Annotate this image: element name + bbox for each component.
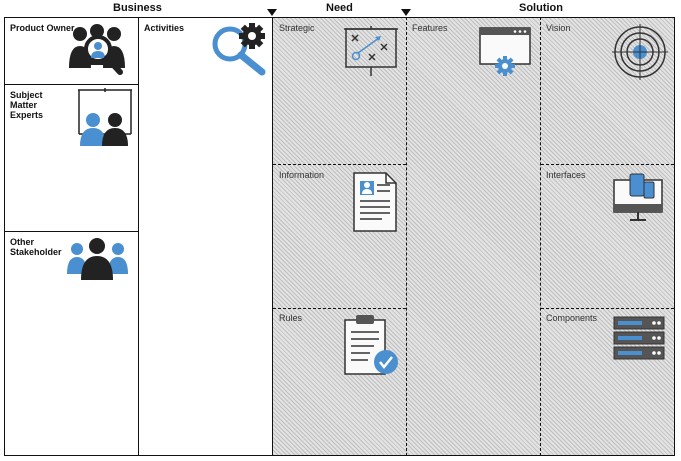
interfaces-label: Interfaces xyxy=(546,170,586,180)
information-label: Information xyxy=(279,170,325,180)
vision-label: Vision xyxy=(546,23,571,33)
divider xyxy=(138,17,139,456)
interfaces-devices-icon xyxy=(613,173,663,221)
information-doc-icon xyxy=(353,172,397,232)
vision-target-icon xyxy=(612,24,668,80)
divider xyxy=(406,17,407,456)
divider xyxy=(4,231,138,232)
activities-icon xyxy=(212,23,266,76)
need-right-marker xyxy=(401,9,411,16)
canvas-frame xyxy=(4,17,675,456)
other-label-line: Stakeholder xyxy=(10,247,62,257)
header-need: Need xyxy=(326,2,353,14)
sme-label-line: Subject xyxy=(10,90,43,100)
strategy-board-icon xyxy=(344,26,398,76)
divider xyxy=(540,17,541,456)
components-label: Components xyxy=(546,313,598,323)
activities-label: Activities xyxy=(144,23,185,33)
divider xyxy=(541,308,674,309)
other-label-line: Other xyxy=(10,237,35,247)
divider xyxy=(272,17,273,456)
divider xyxy=(541,164,674,165)
need-solution-area xyxy=(273,18,674,455)
components-server-icon xyxy=(613,316,665,360)
divider xyxy=(273,164,406,165)
header-business: Business xyxy=(113,2,162,14)
product-owner-label: Product Owner xyxy=(10,23,75,33)
features-label: Features xyxy=(412,23,448,33)
features-window-icon xyxy=(479,27,531,76)
product-owner-icon xyxy=(69,24,125,75)
stakeholder-icon xyxy=(67,238,128,280)
experts-icon xyxy=(78,88,132,146)
rules-clipboard-icon xyxy=(344,315,398,375)
need-left-marker xyxy=(267,9,277,16)
sme-label: Subject Matter Experts xyxy=(10,90,43,120)
sme-label-line: Matter xyxy=(10,100,38,110)
sme-label-line: Experts xyxy=(10,110,44,120)
divider xyxy=(273,308,406,309)
other-stakeholder-label: Other Stakeholder xyxy=(10,237,62,257)
header-solution: Solution xyxy=(519,2,563,14)
rules-label: Rules xyxy=(279,313,303,323)
strategic-label: Strategic xyxy=(279,23,315,33)
divider xyxy=(4,84,138,85)
